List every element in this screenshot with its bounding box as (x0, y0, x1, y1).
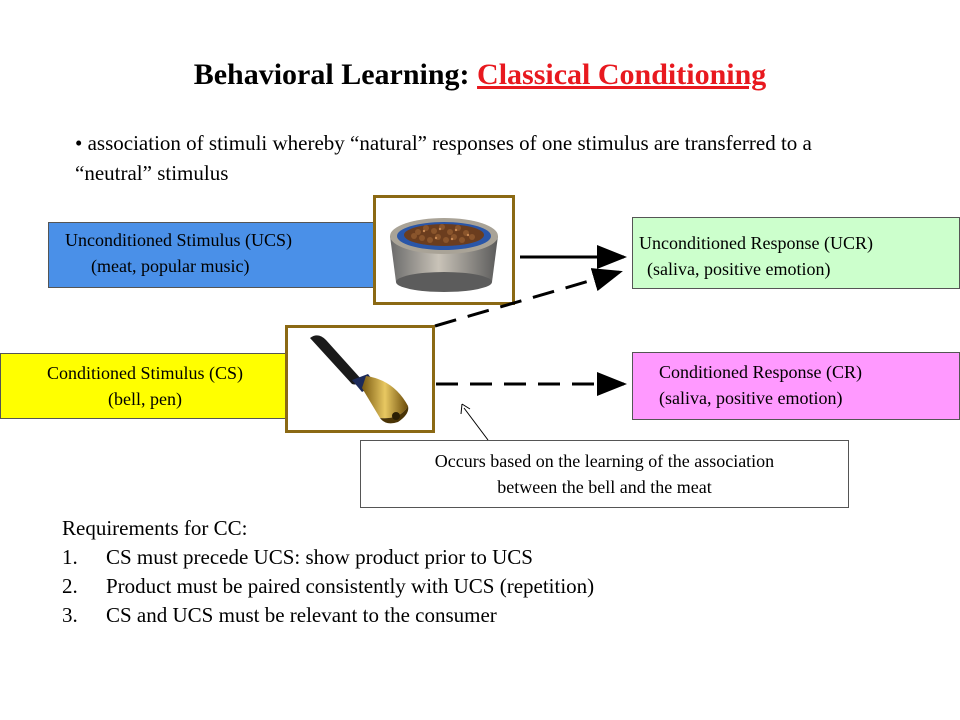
cs-label: Conditioned Stimulus (CS) (46, 363, 244, 383)
ucs-label: Unconditioned Stimulus (UCS) (65, 230, 293, 250)
title-prefix: Behavioral Learning: (193, 58, 478, 91)
bell-image (285, 325, 435, 433)
requirements-list: Requirements for CC: 1. CS must precede … (62, 514, 594, 630)
food-bowl-image (373, 195, 515, 305)
association-note: Occurs based on the learning of the asso… (360, 440, 849, 508)
food-bowl-icon (390, 218, 498, 292)
requirement-item: 1. CS must precede UCS: show product pri… (62, 543, 594, 572)
requirement-text: CS and UCS must be relevant to the consu… (106, 603, 497, 627)
note-line-1: Occurs based on the learning of the asso… (434, 451, 775, 471)
requirement-text: CS must precede UCS: show product prior … (106, 545, 533, 569)
cr-box: Conditioned Response (CR) (saliva, posit… (632, 352, 960, 420)
cs-box: Conditioned Stimulus (CS) (bell, pen) (0, 353, 290, 419)
cs-examples: (bell, pen) (108, 389, 182, 409)
requirement-item: 2. Product must be paired consistently w… (62, 572, 594, 601)
requirement-text: Product must be paired consistently with… (106, 574, 595, 598)
requirement-number: 2. (62, 574, 78, 598)
note-line-2: between the bell and the meat (497, 477, 712, 497)
ucr-examples: (saliva, positive emotion) (647, 259, 831, 279)
hand-bell-icon (310, 335, 409, 424)
ucr-box: Unconditioned Response (UCR) (saliva, po… (632, 217, 960, 289)
ucs-box: Unconditioned Stimulus (UCS) (meat, popu… (48, 222, 378, 288)
requirement-number: 1. (62, 545, 78, 569)
requirement-item: 3. CS and UCS must be relevant to the co… (62, 601, 594, 630)
requirement-number: 3. (62, 603, 78, 627)
ucs-examples: (meat, popular music) (91, 256, 250, 276)
definition-bullet: • association of stimuli whereby “natura… (75, 131, 812, 185)
note-pointer-arrow (463, 407, 489, 441)
cs-to-ucr-dashed-arrow (434, 268, 623, 328)
title-accent: Classical Conditioning (477, 58, 767, 91)
cr-label: Conditioned Response (CR) (659, 362, 862, 382)
cr-examples: (saliva, positive emotion) (659, 388, 843, 408)
slide-title: Behavioral Learning: Classical Condition… (0, 58, 960, 92)
note-pointer-head (460, 403, 471, 415)
requirements-items: 1. CS must precede UCS: show product pri… (62, 543, 594, 630)
requirements-heading: Requirements for CC: (62, 516, 248, 540)
ucr-label: Unconditioned Response (UCR) (639, 233, 873, 253)
